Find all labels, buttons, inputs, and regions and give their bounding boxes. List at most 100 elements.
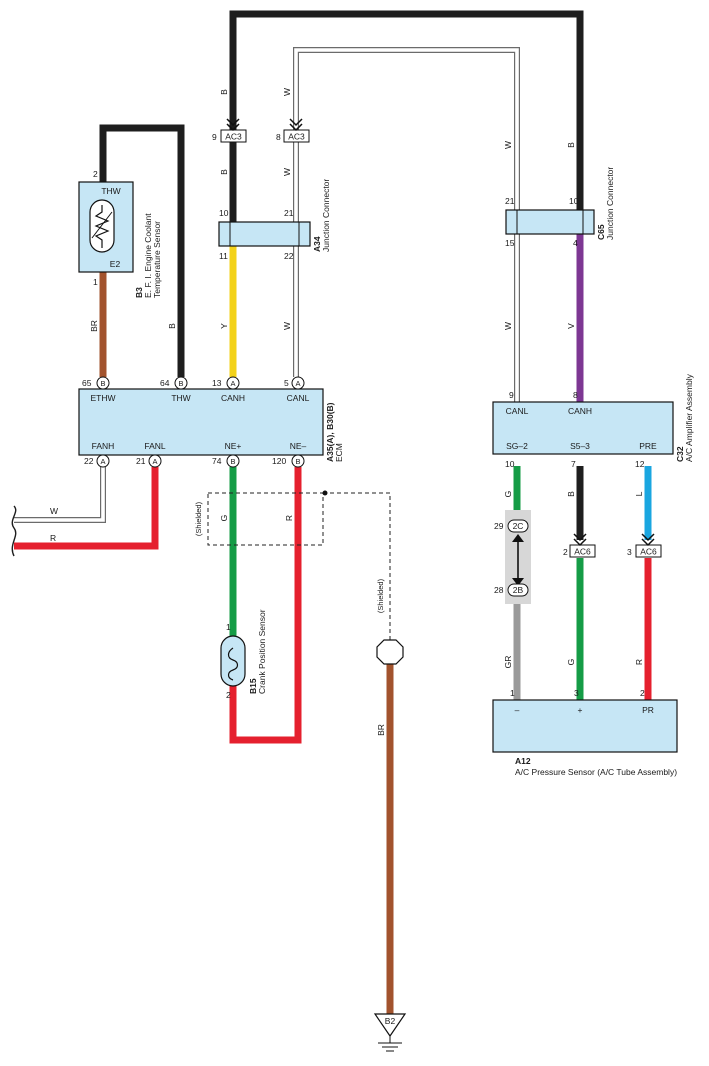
c65-code: C65 <box>596 224 606 240</box>
wire-code-label: W <box>282 322 292 330</box>
thermistor-icon <box>94 205 110 248</box>
arrow-up-icon <box>512 534 524 542</box>
pin-number: 10 <box>505 459 515 469</box>
wire-black-can-high-loop <box>229 10 584 210</box>
wire-break-mark <box>11 505 17 557</box>
ecm-body <box>78 388 324 456</box>
connector-chevron-icon <box>289 118 303 132</box>
wire-code-label: L <box>634 491 644 496</box>
c32-terminal-s53: S5–3 <box>570 441 590 451</box>
wire-code-label: W <box>503 322 513 330</box>
shielded-label: (Shielded) <box>194 501 203 536</box>
b3-pin-thw-label: THW <box>101 186 120 196</box>
pin-number: 2 <box>93 169 98 179</box>
wire-code-label: W <box>50 506 58 516</box>
wire-code-label: GR <box>503 656 513 669</box>
connector-2c-box <box>507 519 529 533</box>
connector-ac3-left-label: AC3 <box>225 132 242 142</box>
b15-crank-sensor-body <box>220 635 246 687</box>
b15-code: B15 <box>248 678 258 694</box>
wire-code-label: R <box>50 533 56 543</box>
a34-code: A34 <box>312 236 322 252</box>
pin-number: 3 <box>627 547 632 557</box>
c32-terminal-canh: CANH <box>568 406 592 416</box>
pin-number: 28 <box>494 585 504 595</box>
pin-number: 15 <box>505 238 515 248</box>
pin-number: 22 <box>284 251 294 261</box>
pin-number: 29 <box>494 521 504 531</box>
wire-code-label: B <box>219 169 229 175</box>
wire-code-label: Y <box>219 323 229 329</box>
ecm-pin-letter: A <box>295 379 300 388</box>
c32-terminal-pre: PRE <box>639 441 657 451</box>
c32-terminal-sg2: SG–2 <box>506 441 528 451</box>
pin-number: 5 <box>284 378 289 388</box>
ecm-terminal-canh: CANH <box>221 393 245 403</box>
c65-name: Junction Connector <box>605 167 615 240</box>
connector-ac6-pin3-label: AC6 <box>640 547 657 557</box>
pin-number: 1 <box>93 277 98 287</box>
ecm-terminal-thw: THW <box>171 393 190 403</box>
connector-chevron-icon <box>573 533 587 547</box>
arrow-down-icon <box>512 578 524 586</box>
connector-2c-label: 2C <box>513 521 524 531</box>
pin-number: 21 <box>284 208 294 218</box>
wire-white-fanh-outline <box>14 467 106 523</box>
a12-pressure-sensor-body <box>492 699 678 753</box>
connector-ac3-right-label: AC3 <box>288 132 305 142</box>
wire-code-label: B <box>566 142 576 148</box>
c32-label-group: C32 A/C Amplifier Assembly <box>675 373 694 462</box>
pin-number: 2 <box>563 547 568 557</box>
a12-terminal-minus: – <box>515 705 520 715</box>
pin-number: 3 <box>574 688 579 698</box>
pin-number: 4 <box>573 238 578 248</box>
pin-number: 74 <box>212 456 222 466</box>
pin-number: 11 <box>219 251 228 261</box>
pin-number: 120 <box>272 456 286 466</box>
coil-icon <box>227 647 239 681</box>
a12-terminal-plus: + <box>578 705 583 715</box>
ecm-pin-circle <box>96 376 110 390</box>
wire-code-label: BR <box>89 320 99 332</box>
ecm-terminal-ne-minus: NE– <box>290 441 307 451</box>
ecm-terminal-fanl: FANL <box>144 441 166 451</box>
wire-white-can-low-loop <box>294 48 519 210</box>
shielded-label: (Shielded) <box>376 578 385 613</box>
ecm-pin-circle <box>148 454 162 468</box>
wire-code-label: W <box>282 168 292 176</box>
wire-code-label: G <box>566 659 576 666</box>
pin-number: 22 <box>84 456 94 466</box>
a34-junction-connector <box>218 221 311 247</box>
wire-red-ne-minus <box>229 467 302 744</box>
connector-ac6-pin2-label: AC6 <box>574 547 591 557</box>
ecm-pin-circle <box>226 376 240 390</box>
ecm-pin-letter: A <box>152 457 157 466</box>
pin-number: 9 <box>509 390 514 400</box>
pin-number: 64 <box>160 378 170 388</box>
ecm-pin-circle <box>291 376 305 390</box>
a12-name: A/C Pressure Sensor (A/C Tube Assembly) <box>515 767 677 777</box>
c32-terminal-canl: CANL <box>506 406 529 416</box>
ecm-pin-circle <box>96 454 110 468</box>
ecm-code: A35(A), B30(B) <box>325 402 335 462</box>
ecm-pin-circle <box>291 454 305 468</box>
a34-label-group: A34 Junction Connector <box>312 179 331 252</box>
b15-name: Crank Position Sensor <box>257 609 267 694</box>
ecm-pin-letter: B <box>230 457 235 466</box>
ecm-pin-letter: B <box>100 379 105 388</box>
shield-box <box>207 492 324 546</box>
ground-point-b2 <box>373 1013 407 1038</box>
connector-ac6-pin2 <box>569 544 596 558</box>
wire-black-thw <box>99 124 185 377</box>
a12-code: A12 <box>515 756 531 766</box>
wire-code-label: V <box>566 323 576 329</box>
ecm-name: ECM <box>334 443 344 462</box>
ecm-pin-letter: A <box>100 457 105 466</box>
ecm-terminal-fanh: FANH <box>92 441 115 451</box>
c32-name: A/C Amplifier Assembly <box>684 373 694 462</box>
pin-number: 2 <box>640 688 645 698</box>
connector-chevron-icon <box>226 118 240 132</box>
ground-b2-label: B2 <box>385 1016 396 1026</box>
a12-terminal-pr: PR <box>642 705 654 715</box>
wire-code-label: R <box>634 659 644 665</box>
